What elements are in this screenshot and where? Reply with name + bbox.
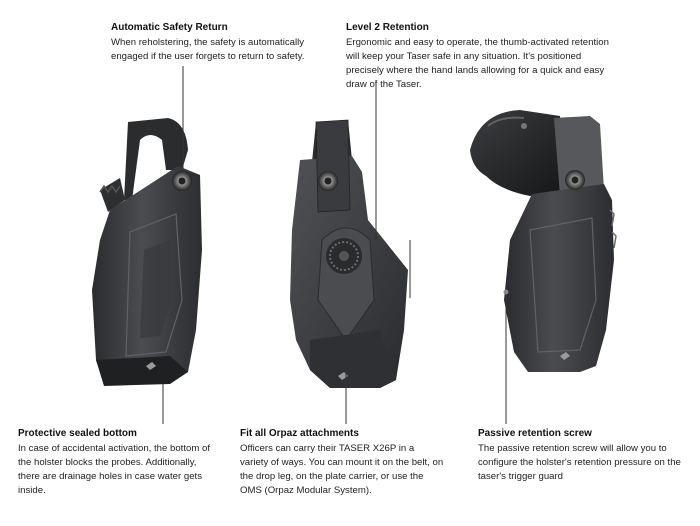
callout-body: When reholstering, the safety is automat… xyxy=(111,37,305,62)
holster-shell xyxy=(504,184,614,372)
callout-body: Officers can carry their TASER X26P in a… xyxy=(240,443,444,496)
callout-fit-all-orpaz-attachments: Fit all Orpaz attachments Officers can c… xyxy=(240,427,445,498)
holster-back-view xyxy=(290,119,408,388)
callout-title: Level 2 Retention xyxy=(346,22,429,33)
callout-title: Protective sealed bottom xyxy=(18,428,137,439)
orpaz-logo-icon xyxy=(560,352,570,360)
holster-with-taser-view xyxy=(470,110,617,372)
callout-body: Ergonomic and easy to operate, the thumb… xyxy=(346,37,609,90)
sealed-bottom xyxy=(96,356,188,386)
taser-device xyxy=(470,110,566,196)
callout-body: The passive retention screw will allow y… xyxy=(478,443,681,482)
callout-title: Passive retention screw xyxy=(478,428,592,439)
safety-lever xyxy=(124,118,188,200)
callout-body: In case of accidental activation, the bo… xyxy=(18,443,210,496)
holster-side-view xyxy=(92,118,202,386)
callout-title: Automatic Safety Return xyxy=(111,22,228,33)
callout-automatic-safety-return: Automatic Safety Return When reholsterin… xyxy=(111,21,326,64)
callout-level-2-retention: Level 2 Retention Ergonomic and easy to … xyxy=(346,21,621,92)
passive-retention-screw-icon xyxy=(503,289,509,295)
orpaz-logo-icon xyxy=(146,362,156,370)
callout-title: Fit all Orpaz attachments xyxy=(240,428,359,439)
callout-passive-retention-screw: Passive retention screw The passive rete… xyxy=(478,427,686,484)
callout-protective-sealed-bottom: Protective sealed bottom In case of acci… xyxy=(18,427,216,498)
